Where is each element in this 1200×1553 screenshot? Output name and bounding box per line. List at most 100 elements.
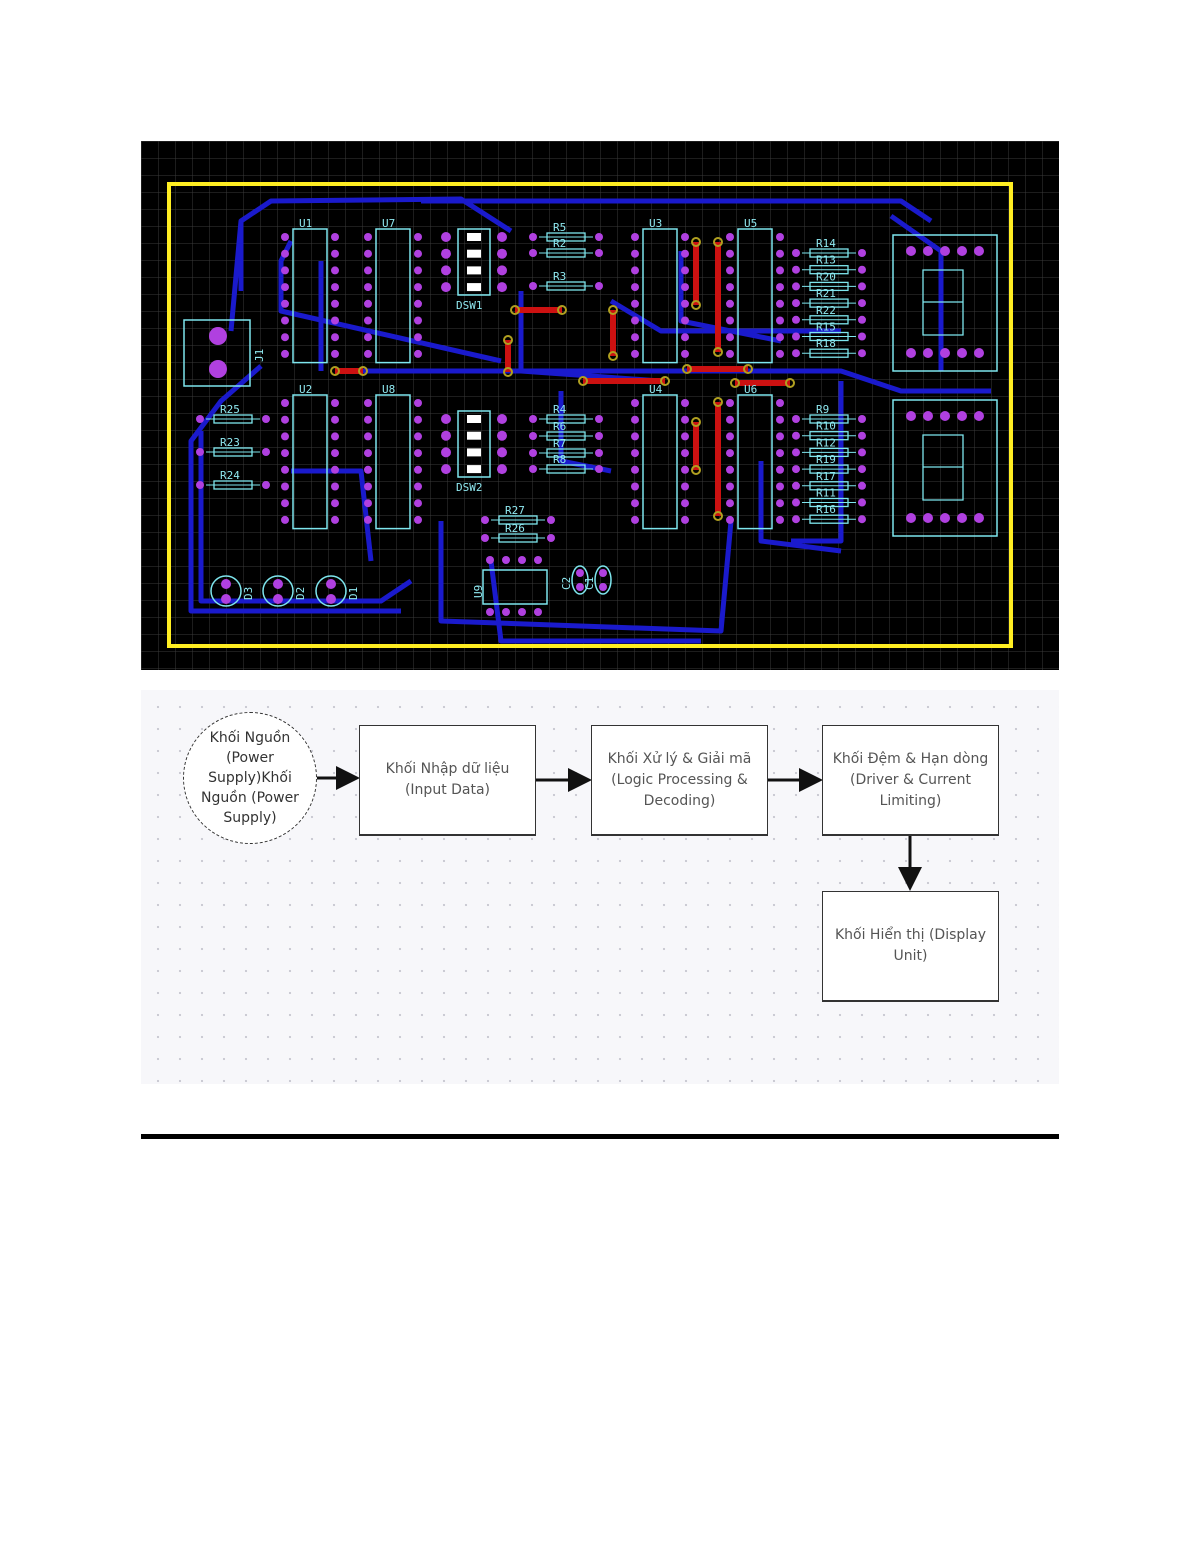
- pad: [681, 316, 689, 325]
- pad: [858, 498, 866, 507]
- component-label: R21: [816, 287, 836, 300]
- pad: [281, 449, 289, 458]
- pad: [262, 481, 270, 489]
- pad: [331, 482, 339, 491]
- horizontal-rule: [141, 1134, 1059, 1139]
- component-label: R16: [816, 503, 836, 516]
- input-data-block: Khối Nhập dữ liệu (Input Data): [359, 725, 536, 836]
- pad: [441, 464, 451, 475]
- pad: [441, 232, 451, 242]
- pad: [776, 299, 784, 308]
- pad: [974, 348, 984, 358]
- pad: [414, 266, 422, 275]
- trace: [791, 381, 844, 544]
- pad: [497, 248, 507, 259]
- pad: [497, 464, 507, 475]
- component-label: U2: [299, 383, 312, 396]
- component-label: R15: [816, 321, 836, 334]
- pad: [726, 316, 734, 325]
- component-label: R25: [220, 403, 240, 416]
- pad: [331, 233, 339, 241]
- pad: [681, 283, 689, 292]
- pad: [957, 246, 967, 256]
- driver-current-limiting-block: Khối Đệm & Hạn dòng (Driver & Current Li…: [822, 725, 999, 836]
- pad: [726, 283, 734, 292]
- trace: [291, 468, 374, 562]
- component-label: D1: [347, 587, 360, 600]
- pad: [631, 399, 639, 407]
- pad: [209, 327, 227, 345]
- pad: [858, 299, 866, 308]
- pad: [331, 316, 339, 325]
- component-label: R8: [553, 453, 566, 466]
- pad: [631, 515, 639, 524]
- trace: [488, 560, 701, 644]
- pad: [281, 316, 289, 325]
- pad: [940, 513, 950, 523]
- pad: [923, 348, 933, 358]
- pad: [599, 583, 607, 591]
- pad: [792, 498, 800, 507]
- pad: [262, 415, 270, 423]
- pad: [331, 249, 339, 258]
- silkscreen-outline: [642, 394, 678, 530]
- pad: [906, 411, 916, 421]
- pad: [858, 315, 866, 324]
- pad: [529, 282, 537, 290]
- power-supply-node: Khối Nguồn (Power Supply)Khối Nguồn (Pow…: [183, 712, 317, 844]
- pad: [776, 283, 784, 292]
- pad: [595, 415, 603, 423]
- silkscreen-outline: [292, 394, 328, 530]
- pad: [923, 411, 933, 421]
- pad: [364, 349, 372, 358]
- logic-processing-block: Khối Xử lý & Giải mã (Logic Processing &…: [591, 725, 768, 836]
- pad: [858, 431, 866, 440]
- pad: [792, 515, 800, 524]
- component-label: U3: [649, 217, 662, 230]
- component-label: U5: [744, 217, 757, 230]
- pad: [281, 349, 289, 358]
- pad: [414, 316, 422, 325]
- pad: [631, 316, 639, 325]
- pad: [923, 246, 933, 256]
- pad: [486, 608, 494, 616]
- trace: [758, 461, 842, 554]
- pad: [595, 249, 603, 257]
- pad: [681, 249, 689, 258]
- pad: [497, 282, 507, 293]
- pad: [414, 333, 422, 342]
- pad: [576, 583, 584, 591]
- trace: [678, 251, 782, 344]
- pad: [364, 333, 372, 342]
- pad: [529, 449, 537, 457]
- pad: [414, 349, 422, 358]
- pad: [776, 333, 784, 342]
- pad: [281, 415, 289, 424]
- component-label: D2: [294, 587, 307, 600]
- pad: [681, 266, 689, 275]
- pad: [331, 432, 339, 441]
- pad: [196, 448, 204, 456]
- pad: [364, 299, 372, 308]
- silkscreen-outline: [737, 394, 773, 530]
- pad: [974, 513, 984, 523]
- component-label: J1: [253, 349, 266, 362]
- pad: [792, 448, 800, 457]
- pad: [631, 349, 639, 358]
- pad: [726, 233, 734, 241]
- pad: [331, 299, 339, 308]
- pad: [364, 515, 372, 524]
- pad: [414, 299, 422, 308]
- pad: [923, 513, 933, 523]
- trace: [438, 520, 734, 634]
- pad: [858, 465, 866, 474]
- pad: [631, 249, 639, 258]
- pad: [364, 233, 372, 241]
- pad: [595, 465, 603, 473]
- component-label: R19: [816, 453, 836, 466]
- pad: [858, 349, 866, 358]
- pad: [957, 513, 967, 523]
- pad: [792, 431, 800, 440]
- pad: [681, 415, 689, 424]
- pad: [414, 283, 422, 292]
